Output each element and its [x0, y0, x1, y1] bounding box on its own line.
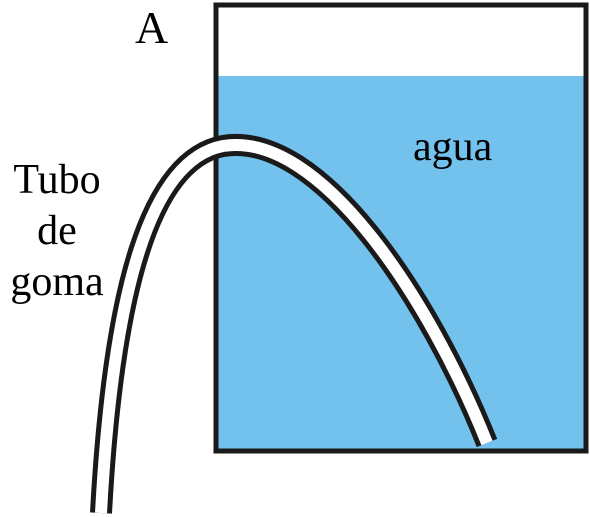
container-label: A	[135, 2, 168, 53]
tube-label-line-3: goma	[10, 259, 104, 305]
water-label: agua	[413, 124, 493, 170]
tube-label-line-2: de	[37, 208, 77, 254]
rubber-tube	[90, 133, 498, 514]
container-outline	[213, 2, 589, 454]
tube-label: Tubo de goma	[10, 157, 104, 305]
tube-label-line-1: Tubo	[13, 157, 100, 203]
tube-channel	[95, 138, 493, 514]
